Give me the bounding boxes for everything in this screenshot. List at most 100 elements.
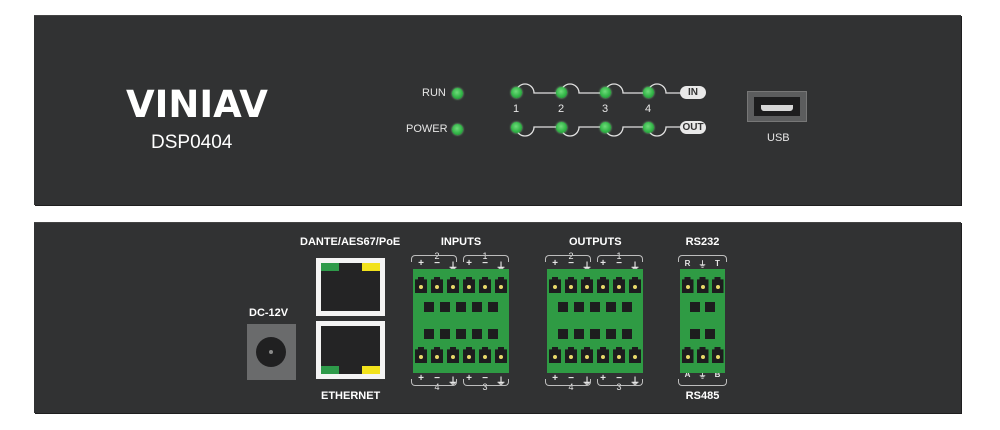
rear-panel: DC-12V DANTE/AES67/PoE ETHERNET INPUTS++… <box>34 222 961 413</box>
outputs-bottom-pin-label: + <box>600 373 606 384</box>
inputs-screw-head <box>488 329 498 339</box>
inputs-screw-terminal[interactable] <box>447 347 459 363</box>
terminal-contact <box>633 355 637 359</box>
inputs-screw-terminal[interactable] <box>463 347 475 363</box>
outputs-bottom-pin-label: − <box>568 373 574 384</box>
outputs-screw-terminal[interactable] <box>613 347 625 363</box>
inputs-bottom-pin-label: − <box>434 373 440 384</box>
channel-number-2: 2 <box>558 103 565 115</box>
run-led <box>452 88 463 99</box>
outputs-screw-terminal[interactable] <box>629 347 641 363</box>
terminal-contact <box>715 285 720 289</box>
terminal-contact <box>569 285 573 289</box>
outputs-top-pin-label: − <box>568 258 574 269</box>
rs485-screw-terminal[interactable] <box>681 347 694 363</box>
outputs-screw-head <box>558 329 568 339</box>
terminal-contact <box>700 285 705 289</box>
rs232-screw-terminal[interactable] <box>681 277 694 293</box>
dc-label: DC-12V <box>249 307 289 319</box>
inputs-screw-terminal[interactable] <box>431 347 443 363</box>
outputs-screw-terminal[interactable] <box>565 277 577 293</box>
terminal-contact <box>601 355 605 359</box>
outputs-screw-terminal[interactable] <box>597 277 609 293</box>
inputs-screw-terminal[interactable] <box>431 277 443 293</box>
serial-screw-head <box>705 302 715 312</box>
outputs-screw-terminal[interactable] <box>581 347 593 363</box>
outputs-bottom-bracket-right <box>597 379 643 386</box>
outputs-screw-head <box>590 329 600 339</box>
terminal-contact <box>419 355 423 359</box>
inputs-bottom-channel-4: 4 <box>434 382 440 392</box>
inputs-screw-terminal[interactable] <box>447 277 459 293</box>
outputs-screw-terminal[interactable] <box>549 347 561 363</box>
inputs-screw-terminal[interactable] <box>415 347 427 363</box>
terminal-contact <box>419 285 423 289</box>
terminal-contact <box>435 285 439 289</box>
inputs-terminal-block[interactable] <box>413 269 509 373</box>
rs485-screw-terminal[interactable] <box>696 347 709 363</box>
dante-label: DANTE/AES67/PoE <box>300 236 401 248</box>
outputs-screw-terminal[interactable] <box>565 347 577 363</box>
inputs-screw-terminal[interactable] <box>415 277 427 293</box>
out-strip-outline <box>515 126 681 137</box>
brand-logo: VINIAV <box>126 83 268 126</box>
inputs-screw-head <box>440 329 450 339</box>
channel-number-4: 4 <box>645 103 652 115</box>
outputs-screw-head <box>574 302 584 312</box>
inputs-screw-terminal[interactable] <box>479 347 491 363</box>
terminal-contact <box>483 285 487 289</box>
outputs-screw-terminal[interactable] <box>549 277 561 293</box>
dante-rj45-port[interactable] <box>316 258 385 316</box>
terminal-contact <box>467 285 471 289</box>
rs232-bracket <box>678 255 727 262</box>
outputs-bottom-pin-label: ⏚ <box>630 377 640 388</box>
rs232-title: RS232 <box>685 236 720 248</box>
outputs-bottom-pin-label: + <box>552 373 558 384</box>
outputs-screw-terminal[interactable] <box>597 347 609 363</box>
inputs-top-pin-label: ⏚ <box>496 262 506 273</box>
inputs-top-pin-label: + <box>466 258 472 269</box>
inputs-bottom-channel-3: 3 <box>482 382 488 392</box>
inputs-screw-terminal[interactable] <box>495 277 507 293</box>
inputs-top-bracket-right <box>463 255 509 262</box>
run-label: RUN <box>422 87 446 99</box>
outputs-top-pin-label: + <box>600 258 606 269</box>
terminal-contact <box>601 285 605 289</box>
inputs-bottom-bracket-left <box>411 379 457 386</box>
dc-power-jack[interactable] <box>247 324 296 380</box>
power-label: POWER <box>406 123 448 135</box>
ethernet-rj45-port[interactable] <box>316 321 385 379</box>
usb-port[interactable] <box>747 91 807 122</box>
outputs-screw-head <box>558 302 568 312</box>
outputs-screw-terminal[interactable] <box>629 277 641 293</box>
inputs-bottom-bracket-right <box>463 379 509 386</box>
outputs-top-pin-label: ⏚ <box>630 262 640 273</box>
rs232-screw-terminal[interactable] <box>696 277 709 293</box>
terminal-contact <box>483 355 487 359</box>
outputs-screw-terminal[interactable] <box>581 277 593 293</box>
inputs-screw-head <box>456 329 466 339</box>
rs485-screw-terminal[interactable] <box>711 347 724 363</box>
inputs-screw-head <box>424 302 434 312</box>
terminal-contact <box>685 355 690 359</box>
inputs-screw-terminal[interactable] <box>479 277 491 293</box>
inputs-top-bracket-left <box>411 255 457 262</box>
inputs-screw-terminal[interactable] <box>463 277 475 293</box>
inputs-screw-terminal[interactable] <box>495 347 507 363</box>
serial-terminal-block[interactable] <box>680 269 725 373</box>
inputs-top-channel-2: 2 <box>434 251 440 261</box>
outputs-bottom-channel-3: 3 <box>616 382 622 392</box>
inputs-top-pin-label: − <box>482 258 488 269</box>
outputs-terminal-block[interactable] <box>547 269 643 373</box>
rs485-title: RS485 <box>685 390 720 402</box>
inputs-top-pin-label: − <box>434 258 440 269</box>
rs232-screw-terminal[interactable] <box>711 277 724 293</box>
outputs-screw-terminal[interactable] <box>613 277 625 293</box>
out-led-3 <box>600 122 611 133</box>
out-led-1 <box>511 122 522 133</box>
outputs-top-channel-1: 1 <box>616 251 622 261</box>
serial-screw-head <box>690 302 700 312</box>
outputs-top-bracket-left <box>545 255 591 262</box>
terminal-contact <box>569 355 573 359</box>
